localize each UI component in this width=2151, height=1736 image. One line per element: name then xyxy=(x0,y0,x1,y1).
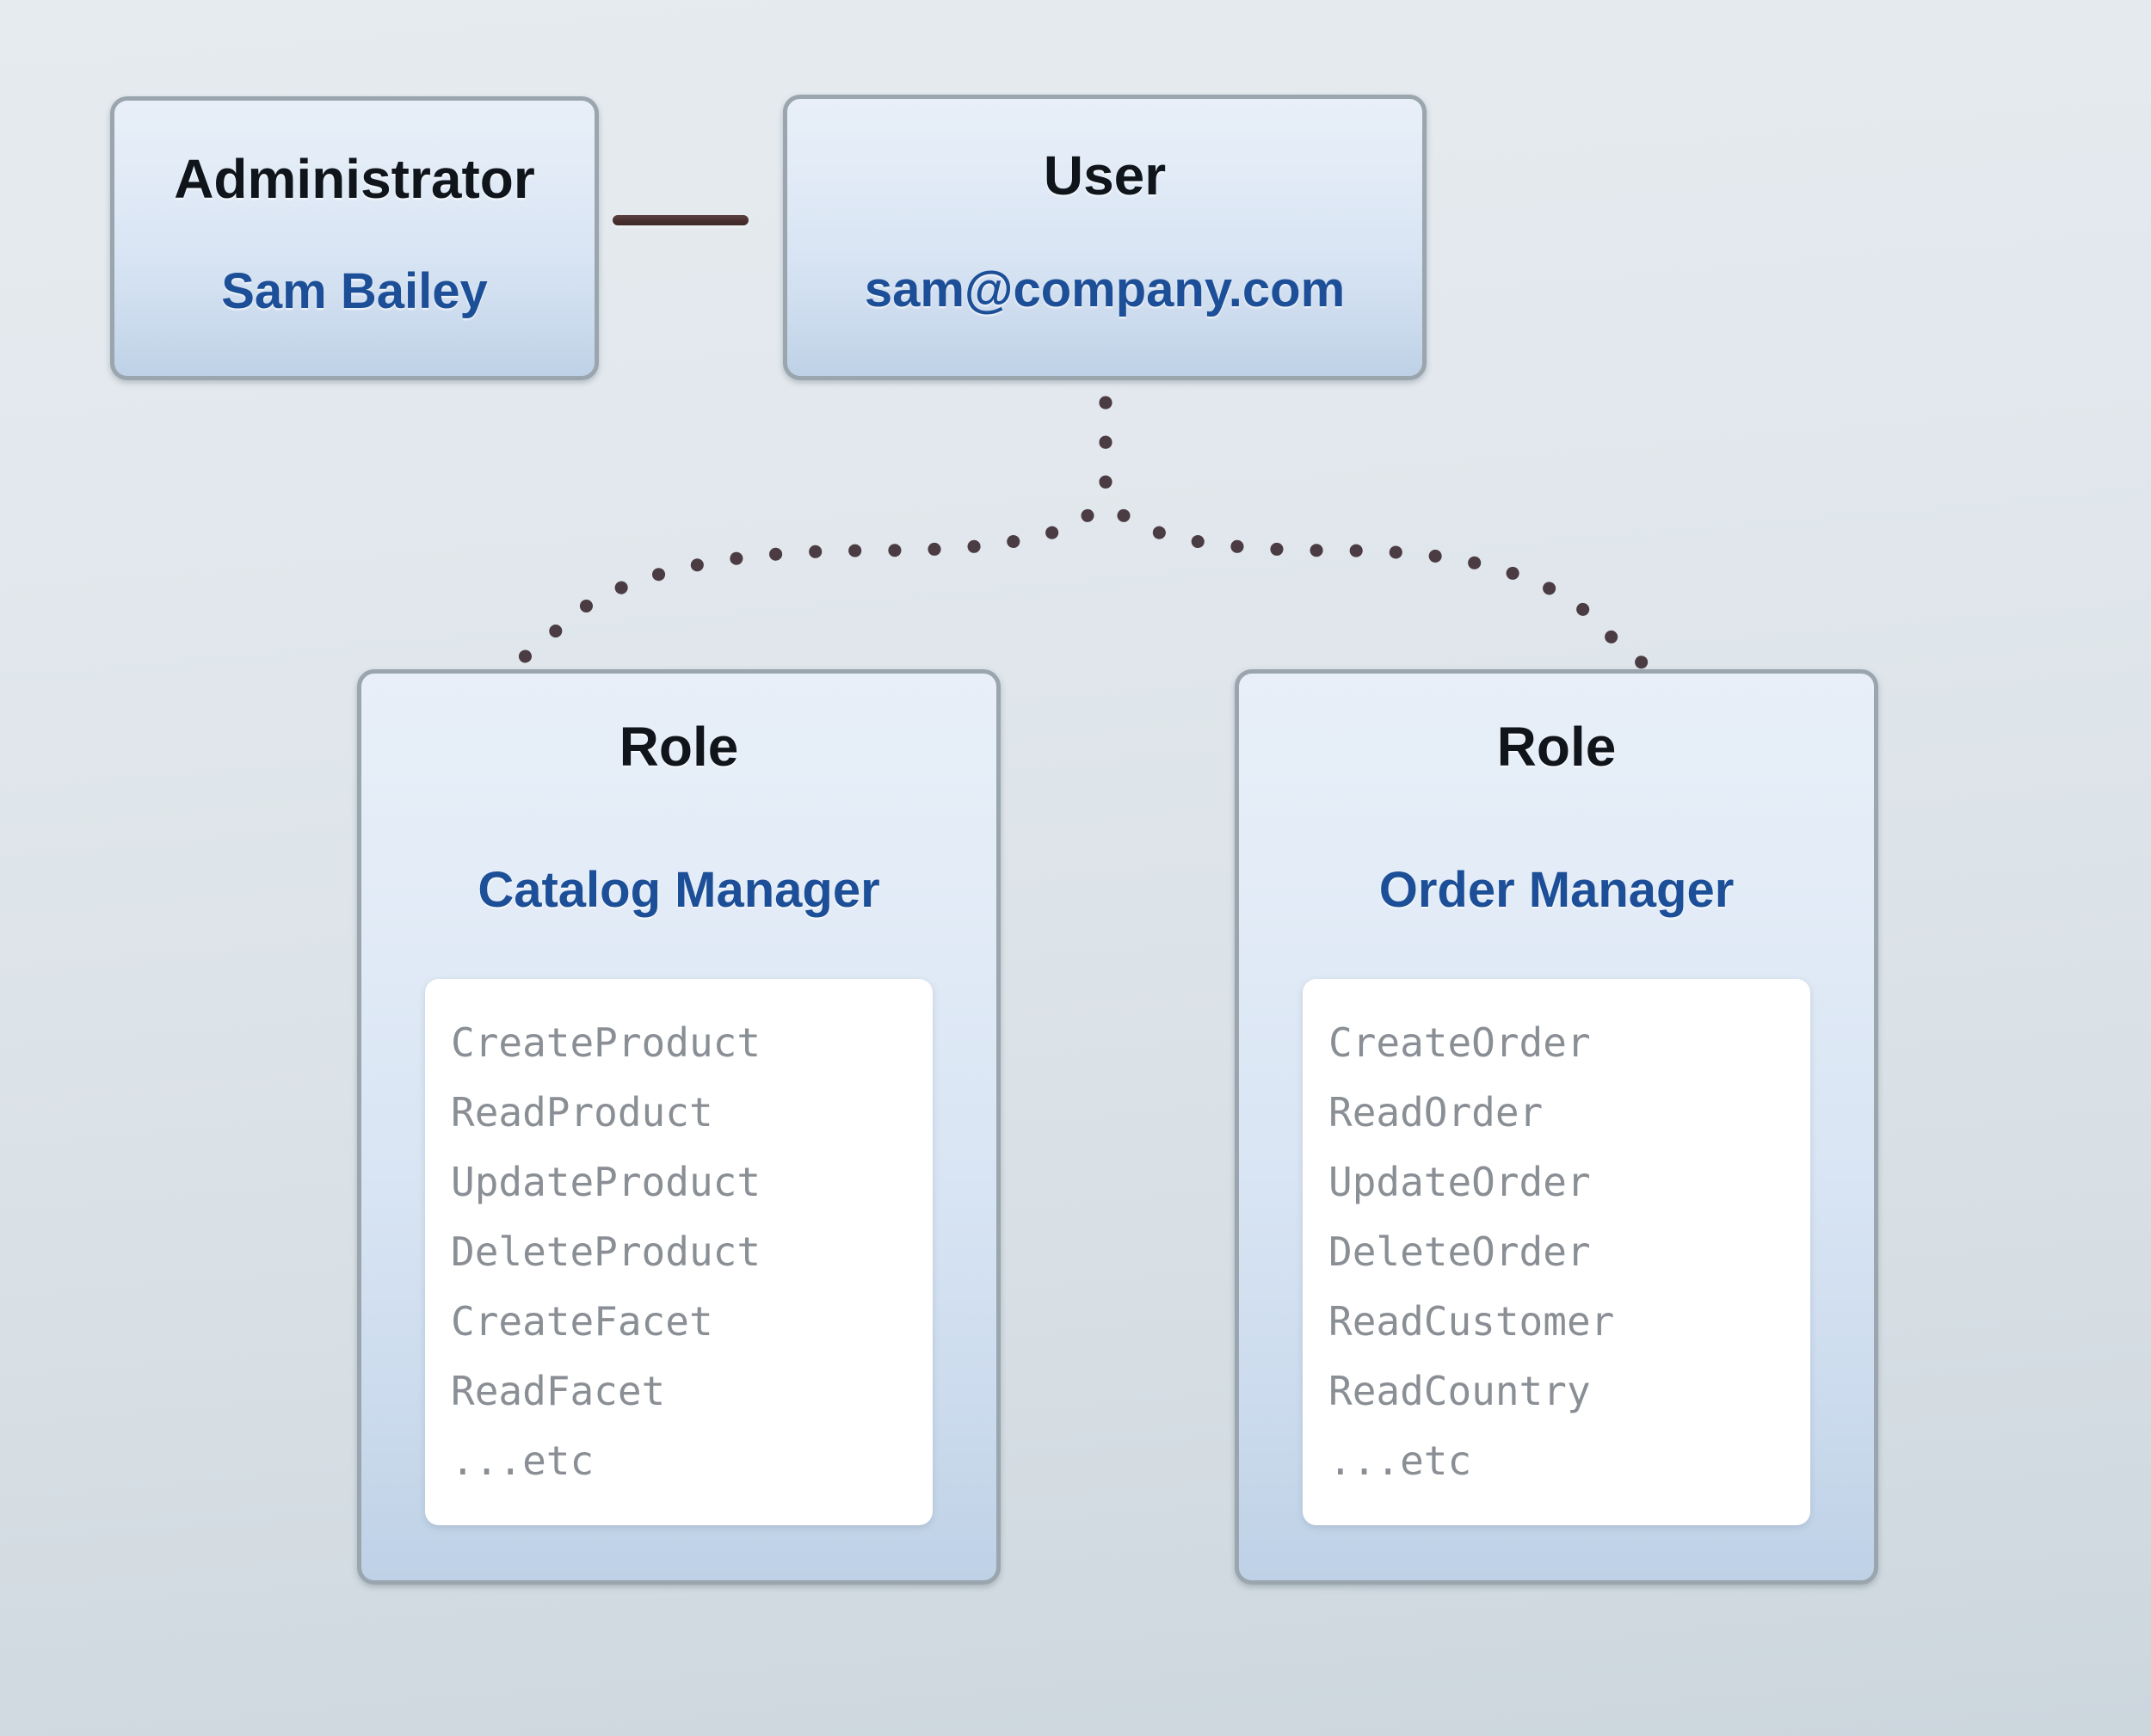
node-role-catalog-manager[interactable]: Role Catalog Manager CreateProduct ReadP… xyxy=(357,669,1001,1585)
permission-item: CreateFacet xyxy=(451,1298,713,1345)
edge-administrator-user xyxy=(613,215,749,225)
edge-user-order-manager xyxy=(1099,396,1655,674)
permission-item: CreateProduct xyxy=(451,1019,761,1066)
node-type-label: Administrator xyxy=(174,148,535,210)
node-value-label: Sam Bailey xyxy=(221,263,488,319)
permission-item: UpdateOrder xyxy=(1328,1159,1591,1205)
permission-item: ReadProduct xyxy=(451,1089,713,1136)
node-type-label: Role xyxy=(1496,716,1617,778)
node-role-order-manager[interactable]: Role Order Manager CreateOrder ReadOrder… xyxy=(1235,669,1878,1585)
node-value-label: Order Manager xyxy=(1378,862,1735,918)
permission-item: ReadOrder xyxy=(1328,1089,1544,1136)
permission-item: ReadCustomer xyxy=(1328,1298,1615,1345)
permission-item: ...etc xyxy=(1328,1437,1472,1484)
node-value-label: Catalog Manager xyxy=(478,862,880,918)
permission-item: ReadCountry xyxy=(1328,1368,1591,1414)
node-administrator[interactable]: Administrator Sam Bailey xyxy=(110,96,599,380)
permission-item: CreateOrder xyxy=(1328,1019,1591,1066)
node-type-label: User xyxy=(1043,145,1167,206)
permission-panel: CreateOrder ReadOrder UpdateOrder Delete… xyxy=(1303,979,1810,1525)
permission-item: ...etc xyxy=(451,1437,595,1484)
edge-user-catalog-manager xyxy=(505,396,1112,674)
permission-item: DeleteProduct xyxy=(451,1228,761,1275)
node-value-label: sam@company.com xyxy=(864,262,1346,317)
permission-item: UpdateProduct xyxy=(451,1159,761,1205)
permission-item: DeleteOrder xyxy=(1328,1228,1591,1275)
permission-panel: CreateProduct ReadProduct UpdateProduct … xyxy=(425,979,933,1525)
node-type-label: Role xyxy=(619,716,739,778)
permission-item: ReadFacet xyxy=(451,1368,666,1414)
node-user[interactable]: User sam@company.com xyxy=(783,95,1427,380)
